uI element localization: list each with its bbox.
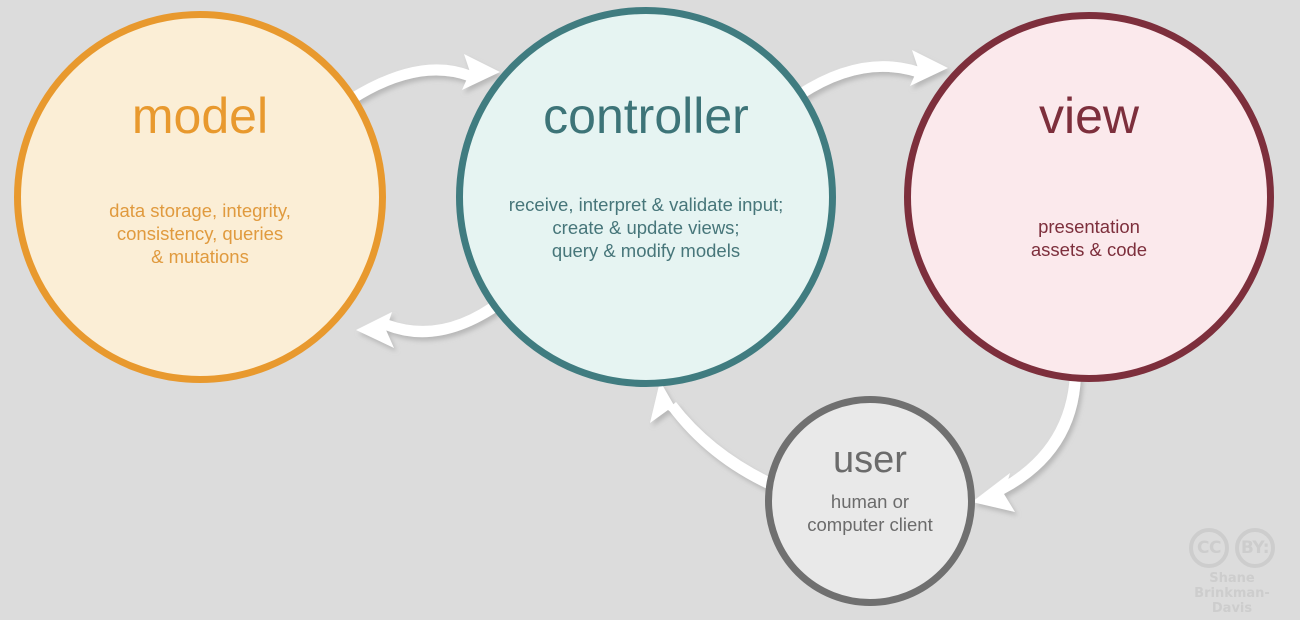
arrow-controller-to-view	[797, 50, 948, 99]
creative-commons-attribution: CC BY: Shane Brinkman-Davis	[1176, 528, 1288, 617]
arrow-view-to-user	[972, 374, 1081, 512]
node-controller-title: controller	[543, 88, 749, 144]
creative-commons-icon: CC	[1189, 528, 1229, 568]
arrow-controller-to-model	[356, 297, 504, 348]
node-user[interactable]: user human or computer client	[765, 396, 975, 606]
node-view[interactable]: view presentation assets & code	[904, 12, 1274, 382]
node-model-title: model	[131, 88, 269, 144]
node-model-description: data storage, integrity, consistency, qu…	[109, 200, 291, 268]
node-controller[interactable]: controller receive, interpret & validate…	[456, 7, 836, 387]
author-name: Shane Brinkman-Davis	[1194, 571, 1270, 616]
arrow-model-to-controller	[348, 54, 500, 104]
node-view-description: presentation assets & code	[1030, 216, 1148, 261]
node-view-title: view	[1038, 88, 1140, 144]
node-model[interactable]: model data storage, integrity, consisten…	[14, 11, 386, 383]
cc-by-icon: BY:	[1235, 528, 1275, 568]
node-user-description: human or computer client	[807, 491, 933, 536]
node-user-title: user	[833, 439, 907, 481]
node-controller-description: receive, interpret & validate input; cre…	[508, 194, 784, 262]
cc-marks: CC BY:	[1176, 528, 1288, 568]
